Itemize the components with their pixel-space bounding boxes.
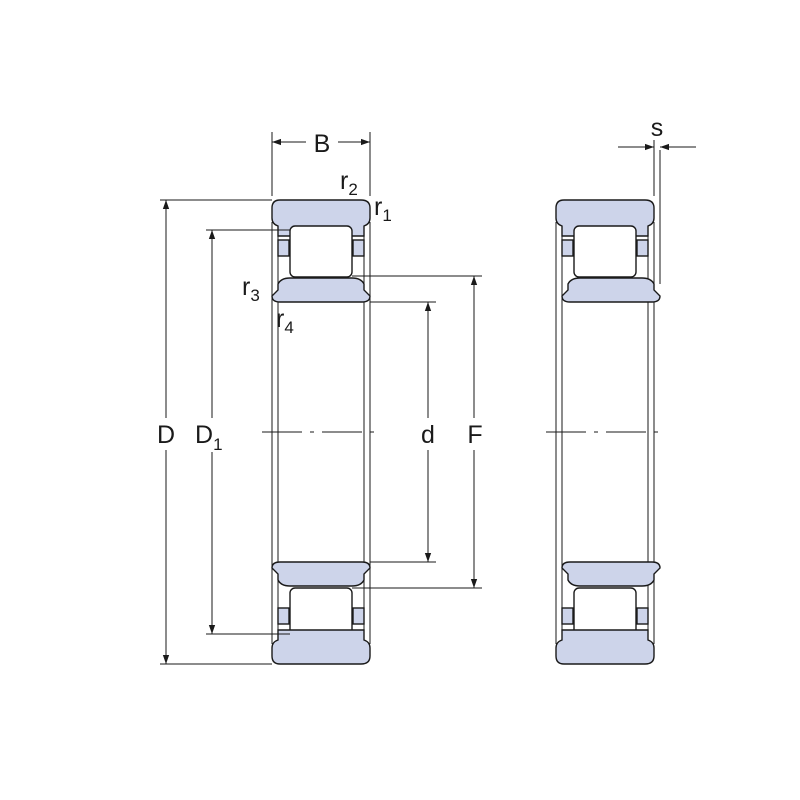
cage-bottom-left <box>277 607 290 625</box>
label-s: s <box>651 114 664 142</box>
label-d: d <box>421 421 435 449</box>
extension-lines-left <box>160 132 482 665</box>
label-D1: D1 <box>195 421 223 454</box>
inner-ring-bottom <box>271 561 371 587</box>
outer-ring-bottom-r <box>555 629 655 665</box>
cage-top-right <box>352 239 365 257</box>
cage-bottom-right <box>352 607 365 625</box>
label-D: D <box>157 421 175 449</box>
cage-top-left-r <box>561 239 574 257</box>
label-r4: r4 <box>276 305 294 337</box>
cage-bottom-left-r <box>561 607 574 625</box>
outer-ring-bottom <box>271 629 371 665</box>
label-r1: r1 <box>374 193 392 225</box>
roller-top <box>289 225 353 278</box>
label-r2: r2 <box>340 167 358 199</box>
cage-bottom-right-r <box>636 607 649 625</box>
label-B: B <box>314 130 331 158</box>
bearing-section-right <box>546 150 664 665</box>
cage-top-right-r <box>636 239 649 257</box>
cage-top-left <box>277 239 290 257</box>
roller-top-r <box>573 225 637 278</box>
inner-ring-top <box>271 277 371 303</box>
inner-ring-top-r <box>561 277 661 303</box>
label-r3: r3 <box>242 273 260 305</box>
inner-ring-bottom-r <box>561 561 661 587</box>
bearing-section-left <box>262 199 380 665</box>
label-F: F <box>467 421 482 449</box>
